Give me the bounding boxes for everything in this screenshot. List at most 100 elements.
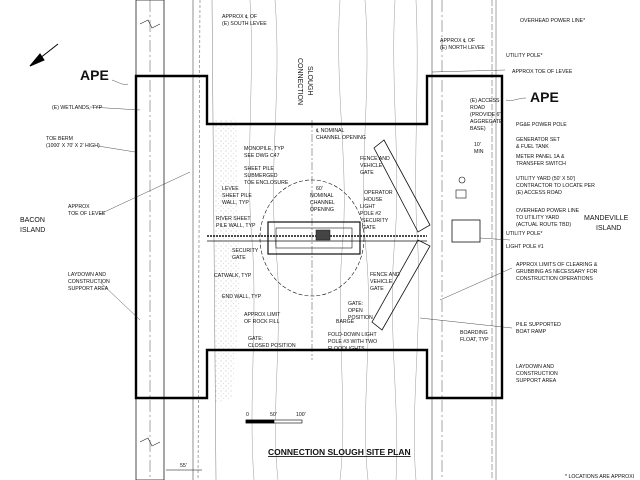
light-pole-3-2: POLE #3 WITH TWO xyxy=(328,339,377,345)
left-laydown-2: CONSTRUCTION xyxy=(68,279,110,285)
nominal-opening-3: CHANNEL xyxy=(310,200,335,206)
left-wetlands-line xyxy=(197,0,201,480)
fence-gate-bottom-2: VEHICLE xyxy=(370,279,393,285)
light-pole-3-1: FOLD-DOWN LIGHT xyxy=(328,332,378,338)
scale-bar xyxy=(245,419,303,424)
fence-gate-bottom-1: FENCE AND xyxy=(370,272,400,278)
left-laydown-1: LAYDOWN AND xyxy=(68,272,106,278)
meter-panel-1: METER PANEL 1A & xyxy=(516,154,565,160)
gate-open-2: OPEN xyxy=(348,308,363,314)
access-road-1: (E) ACCESS xyxy=(470,98,500,104)
river-sheet-2: PILE WALL, TYP xyxy=(216,223,256,229)
slough-name-1: CONNECTION xyxy=(296,58,303,105)
bacon-island-2: ISLAND xyxy=(20,227,45,234)
fence-gate-bottom-3: GATE xyxy=(370,286,384,292)
limits-clearing-2: GRUBBING AS NECESSARY FOR xyxy=(516,269,598,275)
wetland-hatch xyxy=(214,118,240,402)
north-levee-1: APPROX ℄ OF xyxy=(440,38,475,44)
utility-yard-2: CONTRACTOR TO LOCATE PER xyxy=(516,183,595,189)
leader-lines xyxy=(89,69,527,329)
river-contours xyxy=(249,0,419,480)
limits-clearing-1: APPROX LIMITS OF CLEARING & xyxy=(516,262,598,268)
drawing-title: CONNECTION SLOUGH SITE PLAN xyxy=(268,447,411,457)
gate-closed-1: GATE: xyxy=(248,336,263,342)
gate-open-3: POSITION xyxy=(348,315,373,321)
north-levee-2: (E) NORTH LEVEE xyxy=(440,45,485,51)
security-gate-right-2: GATE xyxy=(362,225,376,231)
light-pole-1-label: LIGHT POLE #1 xyxy=(506,244,544,250)
min-10-2: MIN xyxy=(474,149,484,155)
overhead-yard-3: (ACTUAL ROUTE TBD) xyxy=(516,222,571,228)
pge-pole-label: PG&E POWER POLE xyxy=(516,122,567,128)
channel-opening-2: CHANNEL OPENING xyxy=(316,135,366,141)
end-wall-label: END WALL, TYP xyxy=(222,294,262,300)
levee-sheet-1: LEVEE xyxy=(222,186,239,192)
limits-clearing-3: CONSTRUCTION OPERATIONS xyxy=(516,276,593,282)
sheet-pile-sub-1: SHEET PILE xyxy=(244,166,274,172)
south-levee-1: APPROX ℄ OF xyxy=(222,14,257,20)
barge xyxy=(267,221,361,255)
wetlands-label: (E) WETLANDS, TYP xyxy=(52,105,103,111)
generator-set xyxy=(458,176,466,184)
mandeville-island-1: MANDEVILLE xyxy=(584,215,629,222)
monopile-1: MONOPILE, TYP xyxy=(244,146,285,152)
fence-gate-top-1: FENCE AND xyxy=(360,156,390,162)
boat-ramp-lower xyxy=(371,239,431,331)
security-gate-right-1: SECURITY xyxy=(362,218,389,224)
footnote: * LOCATIONS ARE APPROXI xyxy=(565,474,634,480)
nominal-opening-1: 60' xyxy=(316,186,323,192)
nominal-opening-2: NOMINAL xyxy=(310,193,334,199)
overhead-yard-2: TO UTILITY YARD xyxy=(516,215,559,221)
bacon-island-1: BACON xyxy=(20,217,45,224)
generator-2: & FUEL TANK xyxy=(516,144,549,150)
boat-ramp-upper xyxy=(373,139,431,233)
meter-panel xyxy=(455,189,467,199)
operator-house-1: OPERATOR xyxy=(364,190,393,196)
access-road-5: BASE) xyxy=(470,126,486,132)
utility-pole-mid: UTILITY POLE* xyxy=(506,231,543,237)
security-gate-left-1: SECURITY xyxy=(232,248,259,254)
ape-label-right: APE xyxy=(530,89,559,105)
operator-house xyxy=(315,229,331,241)
monopile-2: SEE DWG C47 xyxy=(244,153,280,159)
ape-boundary xyxy=(134,74,504,400)
slough-name-2: SLOUGH xyxy=(306,66,313,96)
levee-sheet-2: SHEET PILE xyxy=(222,193,252,199)
south-levee-2: (E) SOUTH LEVEE xyxy=(222,21,267,27)
catwalk-label: CATWALK, TYP xyxy=(214,273,252,279)
meter-panel-2: TRANSFER SWITCH xyxy=(516,161,566,167)
rock-fill-2: OF ROCK FILL xyxy=(244,319,280,325)
boarding-float-2: FLOAT, TYP xyxy=(460,337,489,343)
sheet-pile-sub-3: TOE ENCLOSURE xyxy=(244,180,289,186)
levee-sheet-3: WALL, TYP xyxy=(222,200,249,206)
light-pole-2-2: POLE #2 xyxy=(360,211,381,217)
access-road-4: AGGREGATE xyxy=(470,119,503,125)
gate-open-1: GATE: xyxy=(348,301,363,307)
left-laydown-3: SUPPORT AREA xyxy=(68,286,109,292)
fence-gate-top-2: VEHICLE xyxy=(360,163,383,169)
river-sheet-1: RIVER SHEET xyxy=(216,216,251,222)
access-road-3: (PROVIDE 6" xyxy=(470,112,501,118)
sheet-pile-sub-2: SUBMERGED xyxy=(244,173,278,179)
channel-opening-1: ℄ NOMINAL xyxy=(315,128,345,134)
toe-berm-1: TOE BERM xyxy=(46,136,73,142)
right-laydown-2: CONSTRUCTION xyxy=(516,371,558,377)
light-pole-2-1: LIGHT xyxy=(360,204,376,210)
mandeville-island-2: ISLAND xyxy=(596,225,621,232)
access-road-2: ROAD xyxy=(470,105,485,111)
boat-ramp-2: BOAT RAMP xyxy=(516,329,547,335)
dim-55-label: 55' xyxy=(180,463,187,469)
toe-berm-2: (1000' X 70' X 2' HIGH) xyxy=(46,143,100,149)
utility-yard-3: (E) ACCESS ROAD xyxy=(516,190,562,196)
north-arrow xyxy=(29,43,59,67)
utility-yard-1: UTILITY YARD (50' X 50') xyxy=(516,176,576,182)
overhead-yard-1: OVERHEAD POWER LINE xyxy=(516,208,580,214)
barge-inner xyxy=(275,227,353,249)
left-toe-2: TOE OF LEVEE xyxy=(68,211,106,217)
ape-label-left: APE xyxy=(80,67,109,83)
right-laydown-3: SUPPORT AREA xyxy=(516,378,557,384)
gate-closed-2: CLOSED POSITION xyxy=(248,343,296,349)
utility-pole-top: UTILITY POLE* xyxy=(506,53,543,59)
utility-yard xyxy=(451,219,481,243)
